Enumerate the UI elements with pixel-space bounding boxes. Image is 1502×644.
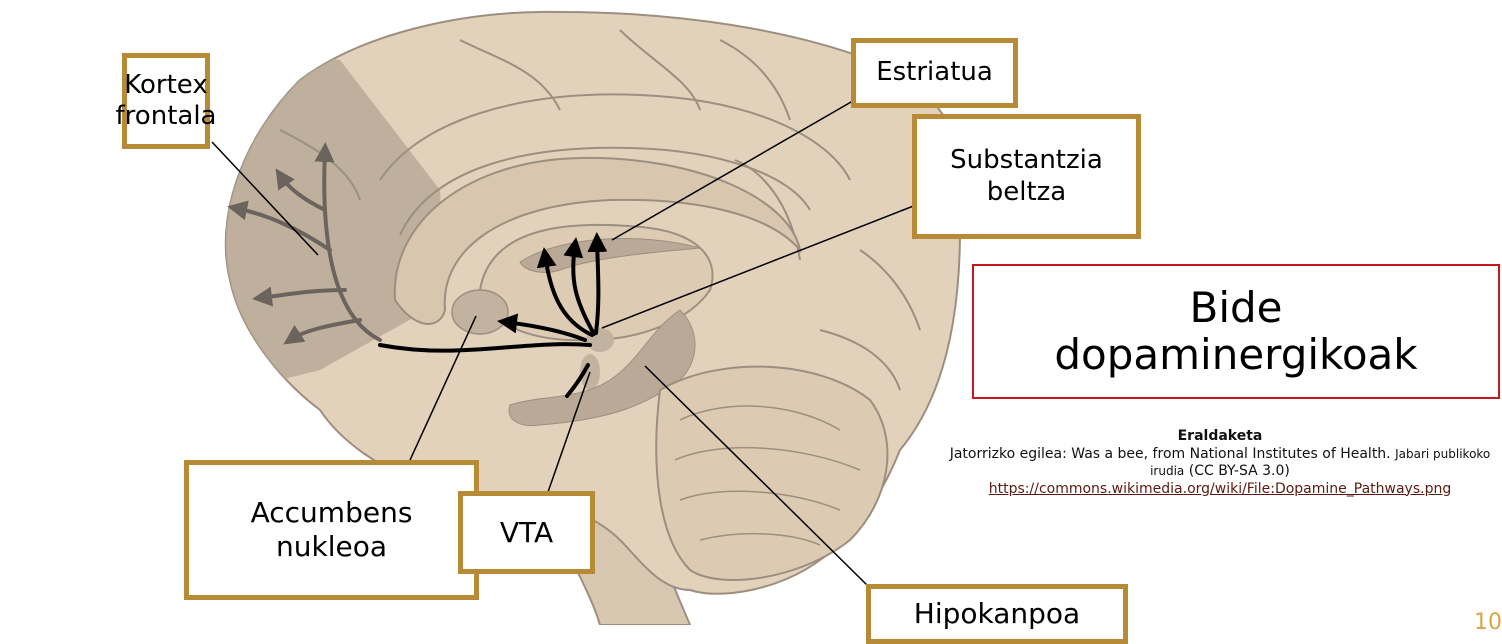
cerebellum xyxy=(656,367,887,580)
label-vta: VTA xyxy=(458,491,595,574)
label-hipokanpoa: Hipokanpoa xyxy=(866,584,1128,644)
substantia-structure xyxy=(586,328,614,352)
title-line-2: dopaminergikoak xyxy=(1054,332,1417,378)
accumbens-structure xyxy=(452,290,508,334)
label-kortex-frontala: Kortex frontala xyxy=(122,53,210,149)
label-substantzia-beltza: Substantzia beltza xyxy=(912,114,1141,239)
credit-license: (CC BY-SA 3.0) xyxy=(1189,463,1290,479)
label-estriatua: Estriatua xyxy=(851,38,1018,108)
credit-author: Jatorrizko egilea: Was a bee, from Natio… xyxy=(950,446,1391,462)
credit-author-line: Jatorrizko egilea: Was a bee, from Natio… xyxy=(940,446,1500,481)
image-credit: Eraldaketa Jatorrizko egilea: Was a bee,… xyxy=(940,428,1500,498)
page-number: 10 xyxy=(1474,610,1502,635)
title-line-1: Bide xyxy=(1190,285,1283,331)
credit-heading: Eraldaketa xyxy=(940,428,1500,446)
title-box: Bide dopaminergikoak xyxy=(972,264,1500,399)
label-accumbens-nukleoa: Accumbens nukleoa xyxy=(184,460,479,600)
credit-url-link[interactable]: https://commons.wikimedia.org/wiki/File:… xyxy=(940,481,1500,499)
